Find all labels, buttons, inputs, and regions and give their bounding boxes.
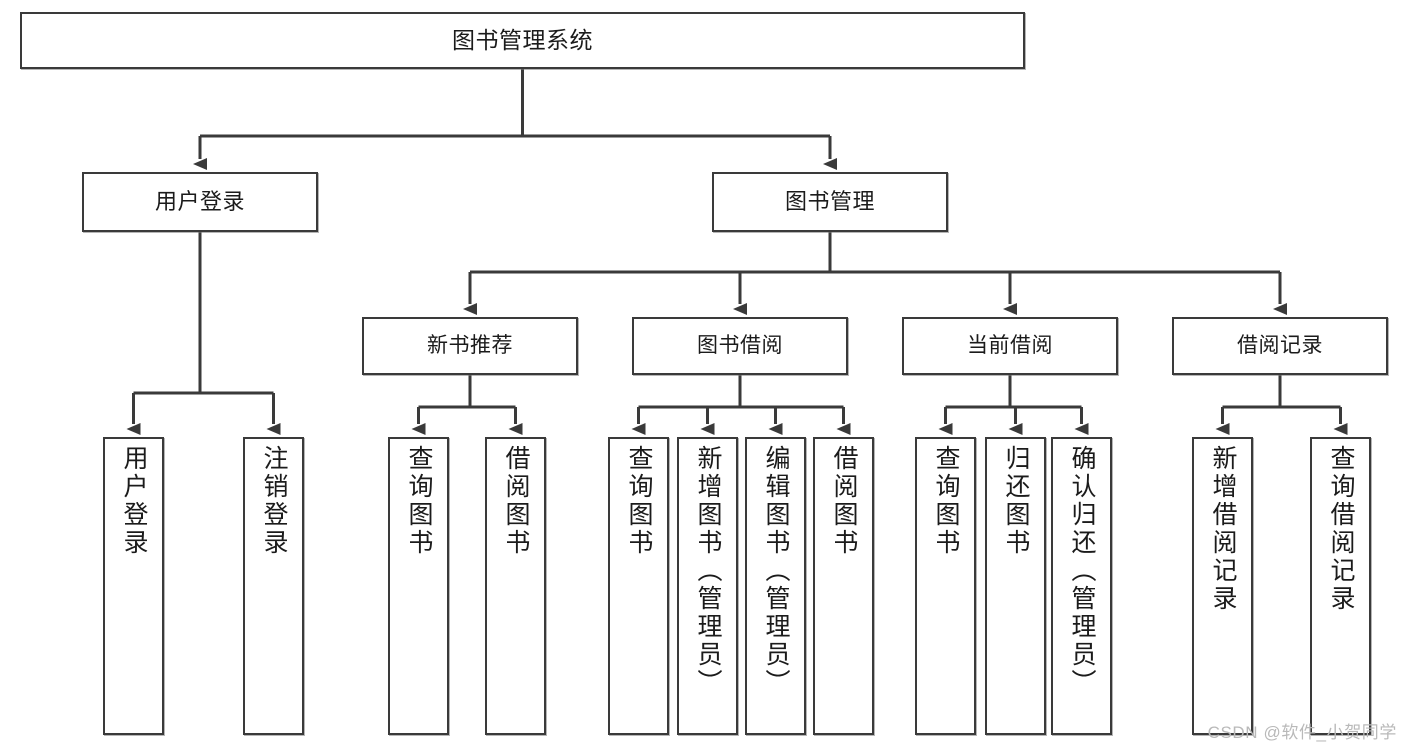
node-label-leaf-confirm-return: 确认归还（管理员） (1068, 445, 1096, 697)
node-label-leaf-edit-book: 编辑图书（管理员） (762, 445, 790, 697)
node-label-leaf-user-logout: 注销登录 (260, 445, 288, 557)
node-label-leaf-query-book-1: 查询图书 (405, 445, 433, 557)
node-label-leaf-query-record: 查询借阅记录 (1327, 445, 1355, 613)
node-label-leaf-add-book: 新增图书（管理员） (694, 445, 722, 697)
node-label-leaf-add-record: 新增借阅记录 (1209, 445, 1237, 613)
node-label-leaf-query-book-3: 查询图书 (932, 445, 960, 557)
node-leaf-query-book-1[interactable]: 查询图书 (388, 437, 449, 735)
node-label-new-book-recommend: 新书推荐 (427, 333, 513, 357)
node-user-login[interactable]: 用户登录 (82, 172, 318, 232)
node-label-book-borrow: 图书借阅 (697, 333, 783, 357)
node-label-root: 图书管理系统 (452, 26, 593, 53)
node-leaf-query-book-2[interactable]: 查询图书 (608, 437, 669, 735)
node-leaf-query-record[interactable]: 查询借阅记录 (1310, 437, 1371, 735)
node-root[interactable]: 图书管理系统 (20, 12, 1025, 69)
node-book-borrow[interactable]: 图书借阅 (632, 317, 848, 375)
node-label-leaf-return-book: 归还图书 (1002, 445, 1030, 557)
node-label-user-login: 用户登录 (154, 189, 245, 215)
node-borrow-record[interactable]: 借阅记录 (1172, 317, 1388, 375)
node-leaf-borrow-book-2[interactable]: 借阅图书 (813, 437, 874, 735)
node-label-borrow-record: 借阅记录 (1237, 333, 1323, 357)
node-new-book-recommend[interactable]: 新书推荐 (362, 317, 578, 375)
node-leaf-return-book[interactable]: 归还图书 (985, 437, 1046, 735)
node-label-book-manage: 图书管理 (784, 189, 875, 215)
node-label-leaf-borrow-book-1: 借阅图书 (502, 445, 530, 557)
node-leaf-edit-book[interactable]: 编辑图书（管理员） (745, 437, 806, 735)
node-leaf-user-logout[interactable]: 注销登录 (243, 437, 304, 735)
node-leaf-add-book[interactable]: 新增图书（管理员） (677, 437, 738, 735)
node-label-leaf-borrow-book-2: 借阅图书 (830, 445, 858, 557)
node-current-borrow[interactable]: 当前借阅 (902, 317, 1118, 375)
node-leaf-query-book-3[interactable]: 查询图书 (915, 437, 976, 735)
node-leaf-add-record[interactable]: 新增借阅记录 (1192, 437, 1253, 735)
node-leaf-user-login[interactable]: 用户登录 (103, 437, 164, 735)
node-label-current-borrow: 当前借阅 (967, 333, 1053, 357)
node-label-leaf-user-login: 用户登录 (120, 445, 148, 557)
node-label-leaf-query-book-2: 查询图书 (625, 445, 653, 557)
node-leaf-confirm-return[interactable]: 确认归还（管理员） (1051, 437, 1112, 735)
node-book-manage[interactable]: 图书管理 (712, 172, 948, 232)
node-leaf-borrow-book-1[interactable]: 借阅图书 (485, 437, 546, 735)
